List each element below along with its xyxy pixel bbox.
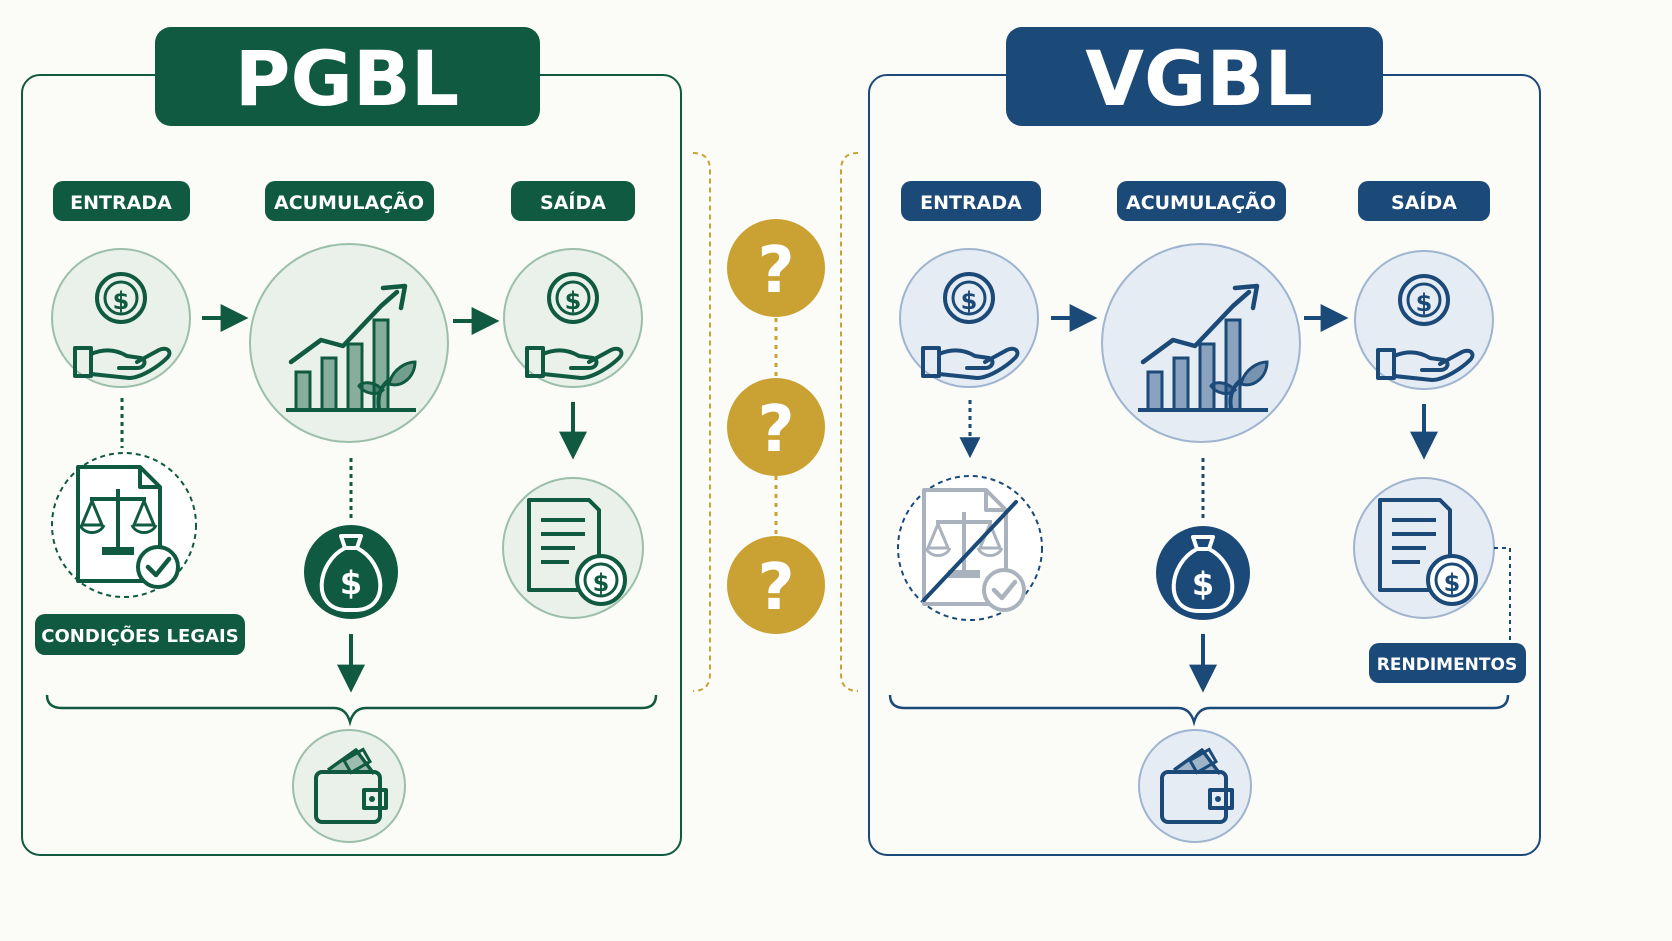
pgbl-legal-conditions-badge (35, 614, 245, 655)
pgbl-title: PGBL (235, 34, 459, 123)
vgbl-earnings-label: RENDIMENTOS (1377, 655, 1517, 675)
vgbl-earnings-badge (1369, 643, 1526, 683)
strike-through-line (922, 500, 1018, 602)
vgbl-stage-exit-badge (1358, 181, 1490, 221)
vgbl-stage-exit: SAÍDA (1391, 191, 1457, 214)
pgbl-wallet-circle (292, 729, 406, 843)
vgbl-earnings-connector (1494, 547, 1511, 642)
question-circle-1 (727, 219, 825, 317)
vgbl-title-banner (1006, 27, 1383, 126)
vgbl-wallet-circle (1138, 729, 1252, 843)
question-mark-3: ? (757, 551, 794, 625)
question-circle-2 (727, 378, 825, 476)
center-right-bracket (840, 152, 859, 692)
pgbl-bracket (45, 694, 658, 727)
center-comparison: ? ? ? (692, 152, 859, 692)
pgbl-stage-entry-badge (53, 181, 190, 221)
pgbl-stage-exit-badge (511, 181, 635, 221)
vgbl-stage-entry: ENTRADA (920, 192, 1022, 214)
vgbl-title: VGBL (1085, 34, 1313, 123)
pgbl-stage-exit: SAÍDA (540, 191, 606, 214)
pgbl-stage-accumulation-badge (265, 181, 434, 221)
vgbl-stage-accumulation: ACUMULAÇÃO (1126, 190, 1276, 214)
pgbl-legal-conditions-label: CONDIÇÕES LEGAIS (41, 624, 238, 647)
center-left-bracket (692, 152, 711, 692)
pgbl-stage-accumulation: ACUMULAÇÃO (274, 190, 424, 214)
pgbl-panel: PGBL ENTRADA ACUMULAÇÃO SAÍDA (21, 27, 682, 856)
vgbl-stage-entry-badge (901, 181, 1041, 221)
vgbl-stage-accumulation-badge (1117, 181, 1286, 221)
question-mark-1: ? (757, 234, 794, 308)
pgbl-title-banner (155, 27, 540, 126)
vgbl-panel: VGBL ENTRADA ACUMULAÇÃO SAÍDA (868, 27, 1541, 856)
pgbl-stage-entry: ENTRADA (70, 192, 172, 214)
question-circle-3 (727, 536, 825, 634)
vgbl-bracket (888, 694, 1510, 727)
question-mark-2: ? (757, 393, 794, 467)
